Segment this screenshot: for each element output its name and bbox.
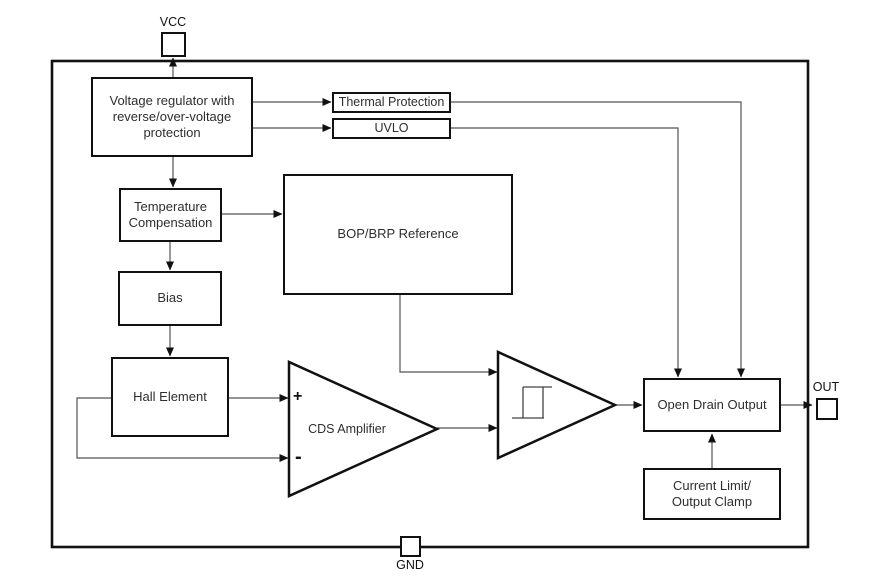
schmitt-trigger-triangle <box>496 350 619 460</box>
connector-bopref-to-schmitt <box>399 295 498 376</box>
vcc-pin <box>161 32 186 57</box>
out-pin <box>816 398 838 420</box>
block-uvlo-label: UVLO <box>374 120 409 135</box>
block-uvlo: UVLO <box>332 118 451 139</box>
connector-thermal-to-opendrain <box>451 101 745 378</box>
gnd-pin-label: GND <box>396 558 424 572</box>
gnd-pin <box>400 536 421 557</box>
cds-amplifier-label: CDS Amplifier <box>308 422 386 436</box>
block-current-limit-clamp: Current Limit/ Output Clamp <box>643 468 781 520</box>
block-temperature-compensation-label: Temperature Compensation <box>128 198 213 230</box>
out-pin-label: OUT <box>812 380 840 394</box>
cds-amplifier-triangle <box>287 360 441 498</box>
block-temperature-compensation: Temperature Compensation <box>119 188 222 242</box>
block-current-limit-clamp-label: Current Limit/ Output Clamp <box>671 477 753 509</box>
amp-plus-sign: + <box>293 388 303 405</box>
hysteresis-icon <box>512 386 552 419</box>
connector-uvlo-to-opendrain <box>451 127 682 378</box>
block-thermal-protection: Thermal Protection <box>332 92 451 113</box>
block-open-drain-output: Open Drain Output <box>643 378 781 432</box>
block-bias-label: Bias <box>157 290 183 306</box>
block-bias: Bias <box>118 271 222 326</box>
chip-outline <box>50 59 810 549</box>
block-hall-element: Hall Element <box>111 357 229 437</box>
vcc-pin-label: VCC <box>159 15 187 29</box>
block-thermal-protection-label: Thermal Protection <box>338 94 445 109</box>
block-bop-brp-reference: BOP/BRP Reference <box>283 174 513 295</box>
block-bop-brp-reference-label: BOP/BRP Reference <box>337 226 459 242</box>
connector-hall-to-amp-minus <box>76 397 289 462</box>
block-open-drain-output-label: Open Drain Output <box>657 396 767 412</box>
amp-minus-sign: - <box>295 446 302 468</box>
block-voltage-regulator: Voltage regulator with reverse/over-volt… <box>91 77 253 157</box>
block-voltage-regulator-label: Voltage regulator with reverse/over-volt… <box>109 92 235 141</box>
block-hall-element-label: Hall Element <box>133 388 207 404</box>
